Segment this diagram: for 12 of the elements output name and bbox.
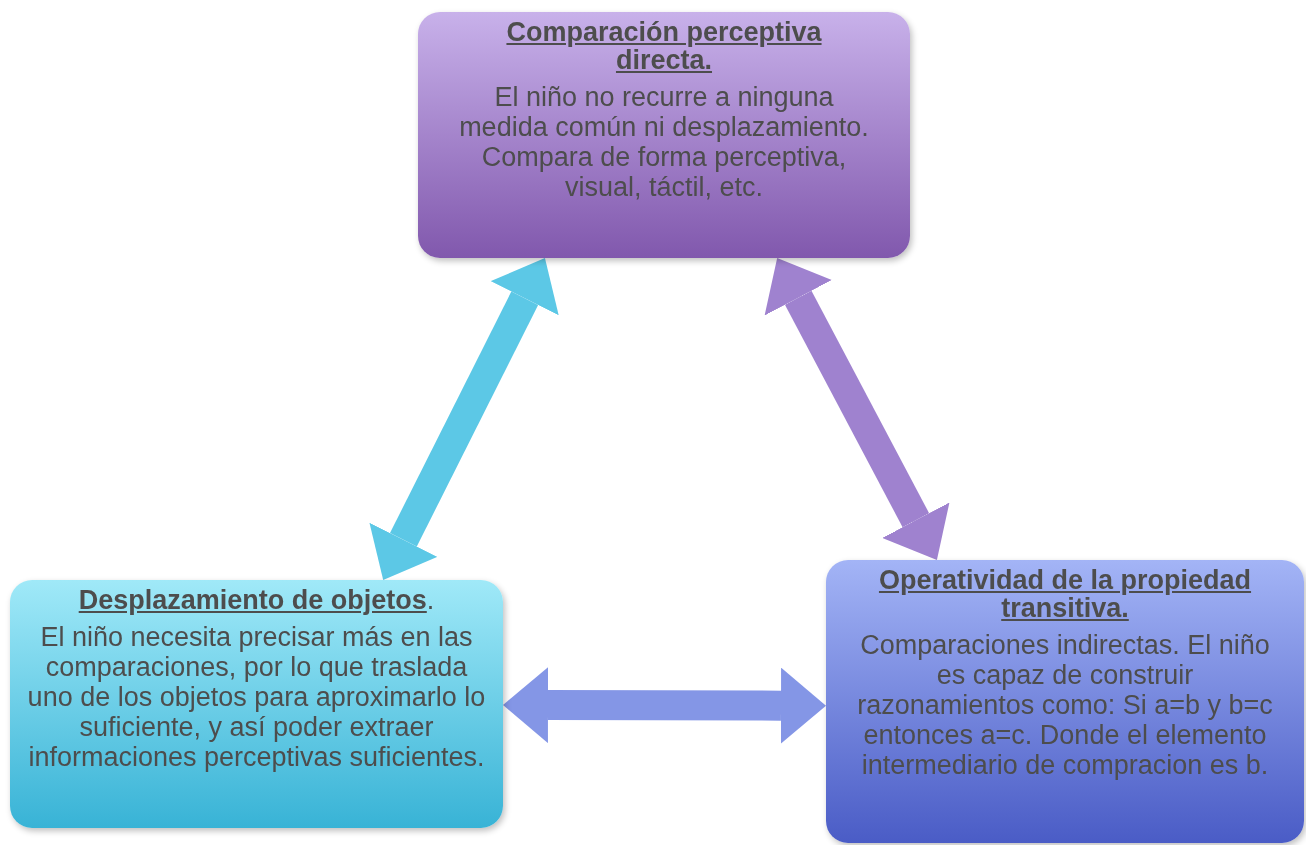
- box-text: Comparaciones indirectas. El niño es capaz de construir razonamientos como: Si a=b y b=c entonces a=c. Donde el elemento intermediario de compracion es b.: [856, 630, 1274, 780]
- box-heading: Desplazamiento de objetos.: [78, 586, 435, 614]
- double-arrow: [764, 258, 950, 560]
- box-text: El niño necesita precisar más en las comparaciones, por lo que traslada uno de los objetos para aproximarlo lo suficiente, y así poder extraer informaciones perceptivas suficientes.: [26, 622, 487, 772]
- double-arrow: [503, 667, 826, 744]
- box-heading: Comparación perceptiva directa.: [505, 18, 823, 74]
- box-text: El niño no recurre a ninguna medida común ni desplazamiento. Compara de forma perceptiva, visual, táctil, etc.: [458, 82, 870, 202]
- rounded-box: [826, 560, 1304, 843]
- box-heading: Operatividad de la propiedad transitiva.: [877, 566, 1253, 622]
- double-arrow: [369, 258, 559, 580]
- rounded-box: [10, 580, 503, 828]
- rounded-box: [418, 12, 910, 258]
